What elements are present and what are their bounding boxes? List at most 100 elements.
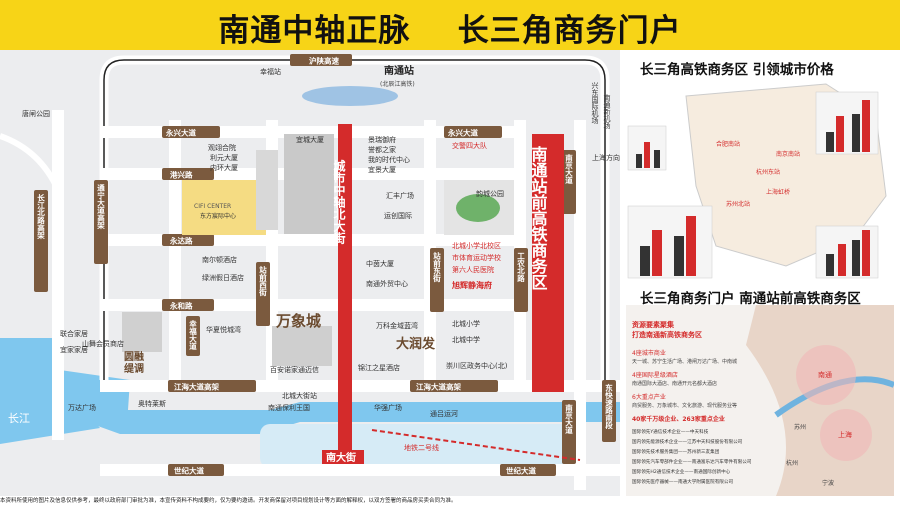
place-lianyi: 联合家居	[60, 329, 88, 338]
mini-bar-groups	[627, 91, 879, 279]
region-item-1: 4座城市商业	[632, 349, 666, 357]
road-xingfu: 幸福大道	[188, 319, 197, 352]
place-north-xiao: 北城小学	[452, 319, 480, 328]
road-tongning: 通宁大道高架	[96, 183, 105, 231]
metro-line-label: 地铁二号线	[404, 443, 439, 452]
ring-road-line	[103, 59, 606, 380]
city-shanghai: 上海	[838, 430, 852, 439]
xinfu-station: 幸福站	[260, 67, 281, 76]
place-tangan: 唐闸公园	[22, 109, 50, 118]
place-north-dadao: 北城大街站	[282, 391, 317, 400]
road-jianghai-e: 江海大道高架	[416, 382, 461, 392]
road-hu-shan: 沪陕高速	[309, 56, 339, 66]
place-yuzheng: 誉都之家	[368, 145, 396, 154]
hongtu-building	[122, 312, 162, 352]
region-panel-title: 长三角商务门户 南通站前高铁商务区	[640, 291, 861, 307]
place-wanke: 万科金域蓝湾	[376, 321, 418, 330]
vertical-road-labels: 通宁大道高架 长江北路高架 站前西街 站前东街 工农北路 南京大道 南京大道 东…	[36, 153, 613, 436]
south-street-label: 南大街	[326, 451, 356, 464]
company-list: 国际领先Y通信技术企业——中天科技 国内领先能源技术企业——江苏中天科技股份有限…	[632, 428, 752, 485]
place-jingyu: 景瑞御府	[368, 135, 396, 144]
place-baian: 百安诺家通迈信	[270, 365, 319, 374]
hsr-banner-label: 南通站前高铁商务区	[529, 145, 548, 290]
station-sub: (北辰江高铁)	[380, 80, 415, 88]
place-hospital: 第六人民医院	[452, 265, 494, 274]
hsr-banner	[532, 134, 564, 392]
chart-panel-title: 长三角高铁商务区 引领城市价格	[640, 62, 834, 78]
company-5: 国际领先医疗器械——南通大学附属医院有限公司	[632, 478, 733, 485]
shanghai-direction: 上海方向	[592, 153, 620, 162]
yuanting-park	[456, 194, 500, 222]
region-item-3: 6大重点产业	[632, 393, 666, 401]
road-gangxing: 港兴路	[170, 170, 193, 180]
road-label-bars	[34, 54, 616, 476]
company-0: 国际领先Y通信技术企业——中天科技	[632, 428, 709, 435]
place-aote: 奥特莱斯	[138, 399, 166, 408]
disclaimer: 本资料所使用的图片及信息仅供参考，最终以政府部门审批为准，本宣传资料不构成要约，…	[0, 496, 900, 506]
city-circle-1	[796, 345, 856, 405]
place-lvyou: 绿洲假日酒店	[202, 273, 244, 282]
changjiang-label: 长江	[8, 412, 30, 425]
chart-label-nanjing: 南京南站	[776, 150, 800, 158]
central-axis-bar	[338, 124, 352, 454]
wanxiang-building	[272, 326, 332, 366]
company-1: 国内领先能源技术企业——江苏中天科技股份有限公司	[632, 438, 743, 445]
tower-block	[284, 134, 334, 234]
place-jinyu: 锦江之星酒店	[358, 363, 400, 372]
place-baile: 南通保利王国	[268, 403, 310, 412]
company-3: 国际领先汽车零部件企业——南通富乐达汽车零件有限公司	[632, 458, 752, 465]
place-chengnan: 观翊合院	[208, 143, 236, 152]
place-zhongqian: 中茵大厦	[366, 259, 394, 268]
region-item-2-detail: 南通国际大酒店、南通开元名都大酒店	[632, 380, 717, 387]
river-shape	[0, 338, 620, 434]
place-xinhua: 南尔顿酒店	[202, 255, 237, 264]
chart-label-hefei: 合肥南站	[716, 140, 740, 148]
road-gongnong: 工农北路	[516, 252, 525, 283]
location-map: 沪陕高速 永兴大道 永兴大道 港兴路 永达路 永和路 江海大道高架 江海大道高架…	[0, 50, 620, 496]
road-labels: 沪陕高速 永兴大道 永兴大道 港兴路 永达路 永和路 江海大道高架 江海大道高架…	[165, 56, 536, 476]
bar-group-3	[627, 205, 713, 279]
airport-label: 兴东国际机场	[591, 81, 599, 125]
bar-group-1	[627, 125, 667, 171]
place-labels: 唐闸公园 观翊合院 利元大厦 内环大厦 宜城大厦 景瑞御府 誉都之家 我的时代中…	[22, 109, 508, 412]
city-hangzhou: 杭州	[786, 459, 798, 467]
road-yongda: 永达路	[169, 236, 193, 246]
region-headline-2: 打造南通新高铁商务区	[632, 330, 702, 339]
red-place-labels: 交警四大队 北城小学北校区 市体育运动学校 第六人民医院 旭辉静海府	[451, 141, 501, 290]
place-north-zhong: 北城中学	[452, 335, 480, 344]
road-nanjing-1: 南京大道	[564, 153, 573, 186]
place-lixin: 利元大厦	[210, 153, 238, 162]
place-yijing: 宜景大厦	[368, 165, 396, 174]
region-headline-1: 资源要素聚集	[632, 320, 675, 329]
price-chart-panel: 杭州东站 上海虹桥 南京南站 合肥南站 苏州北站	[627, 83, 887, 279]
south-street-bar	[322, 450, 364, 464]
airport-sub: 南通新机场	[603, 93, 611, 130]
road-zhanqian-w: 站前西街	[258, 265, 267, 298]
place-shidai: 我的时代中心	[368, 155, 410, 164]
place-cifi: 东方宸际中心	[200, 212, 236, 220]
top-banner: 南通中轴正脉 长三角商务门户	[0, 0, 900, 50]
place-yiqi: 宜城大厦	[296, 135, 324, 144]
road-yonghe: 永和路	[169, 301, 193, 311]
region-panel: 南通 上海 苏州 杭州 宁波 资源要素聚集 打造南通新高铁商务区 4座城市商业 …	[626, 305, 894, 496]
place-yunchuang: 运创国际	[384, 211, 412, 220]
place-chongchuan: 崇川区政务中心(北)	[446, 361, 508, 370]
city-ningbo: 宁波	[822, 479, 834, 487]
road-yongxing-w: 永兴大道	[165, 128, 196, 138]
chart-label-hangzhou: 杭州东站	[756, 168, 780, 176]
station-building	[302, 86, 398, 106]
hongtu-label: 圆融	[124, 350, 144, 363]
central-axis-label: 城市中轴北大街	[332, 159, 346, 245]
company-2: 国际领先技术服务集团——苏州新三友集团	[632, 448, 720, 455]
wanxiang-label: 万象城	[275, 312, 321, 330]
road-nanjing-2: 南京大道	[564, 403, 573, 436]
road-donggu: 东快速路南段	[604, 383, 613, 431]
place-huaxia: 华夏悦城湾	[206, 325, 241, 334]
road-jianghai-w: 江海大道高架	[174, 382, 219, 392]
place-cifi-logo: CIFI CENTER	[194, 203, 231, 210]
bar-group-4	[815, 225, 879, 279]
place-qiangao: 宜家家居	[60, 345, 88, 354]
road-zhanqian-e: 站前东街	[432, 251, 441, 283]
road-yongxing-e: 永兴大道	[447, 128, 478, 138]
place-sports: 市体育运动学校	[452, 253, 501, 262]
